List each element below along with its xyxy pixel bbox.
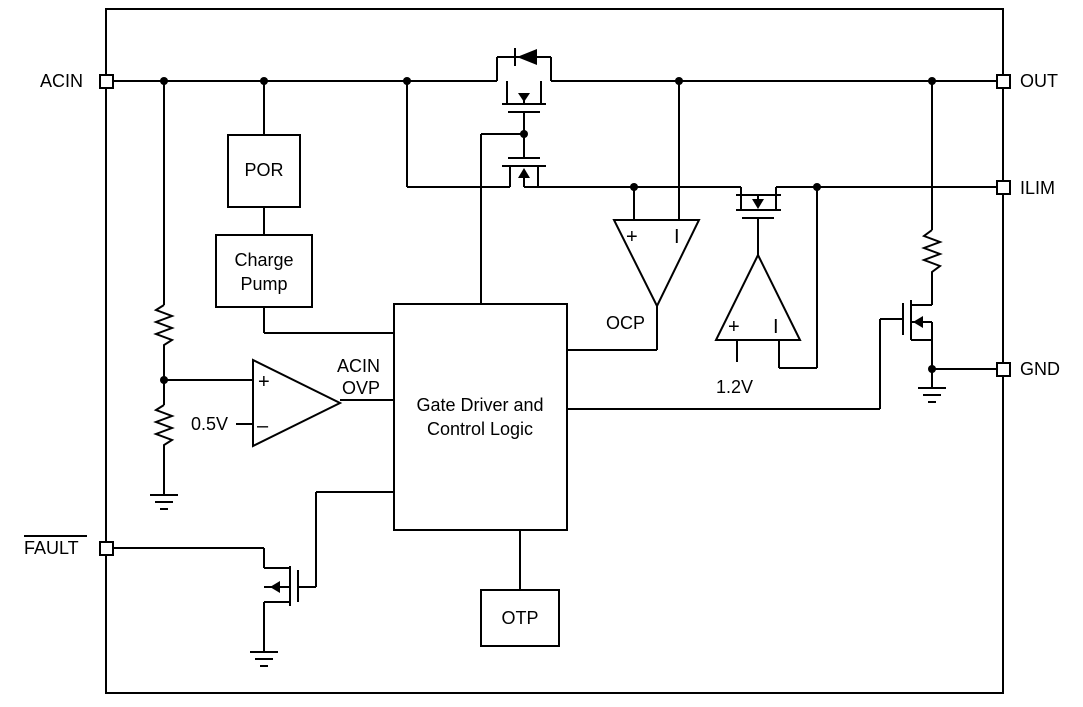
ref-1-2v-label: 1.2V bbox=[716, 377, 753, 397]
ground-fault-icon bbox=[250, 651, 278, 667]
ovp-comparator: + – bbox=[252, 358, 343, 448]
pin-gnd-label: GND bbox=[1020, 359, 1060, 379]
pin-ilim-terminal bbox=[996, 180, 1011, 195]
sense-mosfet bbox=[502, 157, 546, 187]
junction-dot bbox=[260, 77, 268, 85]
current-limit-mosfet bbox=[736, 194, 781, 219]
plus-symbol: + bbox=[258, 371, 270, 393]
gate-driver-block: Gate Driver and Control Logic bbox=[393, 303, 568, 531]
ic-boundary bbox=[105, 8, 1004, 694]
pin-acin: ACIN bbox=[40, 71, 114, 91]
resistor-top-icon bbox=[153, 304, 175, 350]
plus-symbol: + bbox=[728, 316, 740, 338]
fault-mosfet bbox=[264, 566, 299, 606]
junction-dot bbox=[675, 77, 683, 85]
junction-dot bbox=[928, 365, 936, 373]
bar-symbol: I bbox=[773, 316, 779, 338]
charge-pump-label-2: Pump bbox=[240, 274, 287, 294]
por-label: POR bbox=[244, 160, 283, 180]
pass-mosfet bbox=[496, 48, 552, 113]
junction-dot bbox=[928, 77, 936, 85]
junction-dot bbox=[160, 77, 168, 85]
pin-out: OUT bbox=[996, 71, 1058, 91]
resistor-bottom-icon bbox=[153, 404, 175, 455]
gate-driver-label-2: Control Logic bbox=[427, 419, 533, 439]
acin-ovp-label-2: OVP bbox=[342, 378, 380, 398]
pin-out-terminal bbox=[996, 74, 1011, 89]
pin-fault-terminal bbox=[99, 541, 114, 556]
junction-dot bbox=[630, 183, 638, 191]
junction-dot bbox=[403, 77, 411, 85]
ocp-comparator: + I bbox=[612, 219, 701, 309]
otp-block: OTP bbox=[480, 589, 560, 647]
plus-symbol: + bbox=[626, 226, 638, 248]
junction-dot bbox=[813, 183, 821, 191]
body-diode-icon bbox=[517, 49, 537, 65]
junction-dot bbox=[160, 376, 168, 384]
minus-symbol: – bbox=[257, 415, 269, 437]
wiring bbox=[114, 80, 997, 652]
junctions bbox=[160, 77, 936, 384]
gate-driver-label-1: Gate Driver and bbox=[416, 395, 543, 415]
charge-pump-block: Charge Pump bbox=[215, 234, 313, 308]
pin-out-label: OUT bbox=[1020, 71, 1058, 91]
pin-gnd: GND bbox=[996, 359, 1060, 379]
pin-acin-terminal bbox=[99, 74, 114, 89]
pin-ilim-label: ILIM bbox=[1020, 178, 1055, 198]
por-block: POR bbox=[227, 134, 301, 208]
resistor-right-icon bbox=[921, 229, 943, 282]
acin-ovp-label-1: ACIN bbox=[337, 356, 380, 376]
otp-label: OTP bbox=[501, 608, 538, 628]
discharge-mosfet bbox=[902, 300, 933, 341]
junction-dot bbox=[520, 130, 528, 138]
pin-gnd-terminal bbox=[996, 362, 1011, 377]
pin-fault-label: FAULT bbox=[24, 538, 79, 558]
ref-0-5v-label: 0.5V bbox=[191, 414, 228, 434]
ground-right-icon bbox=[918, 387, 946, 403]
pin-fault: FAULT bbox=[24, 535, 114, 558]
bar-symbol: I bbox=[674, 226, 680, 248]
pin-acin-label: ACIN bbox=[40, 71, 83, 91]
ground-left-icon bbox=[150, 494, 178, 510]
charge-pump-label-1: Charge bbox=[234, 250, 293, 270]
pin-ilim: ILIM bbox=[996, 178, 1055, 198]
ilim-amplifier: + I bbox=[714, 252, 802, 341]
ocp-label: OCP bbox=[606, 313, 645, 333]
